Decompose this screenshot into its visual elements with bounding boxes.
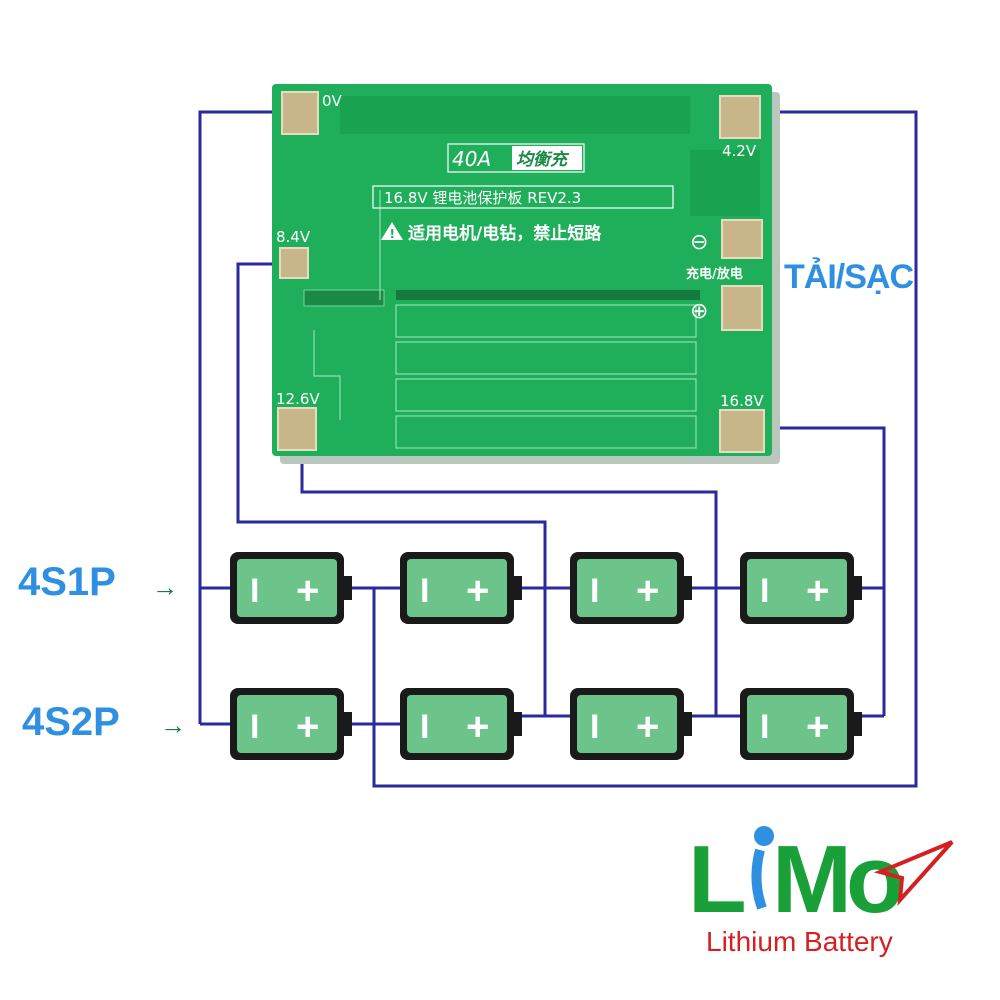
pad-8-4v bbox=[279, 247, 309, 279]
battery-terminal bbox=[682, 576, 692, 600]
battery-terminal bbox=[342, 576, 352, 600]
pcb-trace-left bbox=[303, 289, 385, 307]
badge-40a: 40A bbox=[452, 147, 491, 171]
battery-cell: I+ bbox=[400, 688, 522, 760]
battery-terminal bbox=[342, 712, 352, 736]
battery-body bbox=[747, 695, 847, 753]
battery-plus-mark: + bbox=[636, 705, 659, 749]
bms-board: 16.8V 锂电池保护板 REV2.3 40A 均衡充 ! 适用电机/电钻，禁止… bbox=[272, 84, 780, 464]
battery-plus-mark: + bbox=[806, 705, 829, 749]
battery-body bbox=[577, 559, 677, 617]
wire-4-2v bbox=[372, 110, 918, 788]
battery-body bbox=[237, 559, 337, 617]
badge-cn: 均衡充 bbox=[516, 150, 570, 170]
label-16-8v: 16.8V bbox=[720, 392, 764, 410]
label-12-6v: 12.6V bbox=[276, 390, 320, 408]
pad-12-6v bbox=[277, 407, 317, 451]
battery-terminal bbox=[512, 712, 522, 736]
logo-mark: L Mo bbox=[688, 826, 954, 933]
logo-letters-mo: Mo bbox=[772, 826, 901, 933]
badge-cn-bg bbox=[512, 146, 582, 170]
battery-minus-mark: I bbox=[420, 572, 429, 610]
warning-icon bbox=[381, 222, 403, 240]
pad-16-8v bbox=[719, 409, 765, 453]
label-4-2v: 4.2V bbox=[722, 142, 757, 160]
minus-symbol: ⊖ bbox=[690, 230, 708, 255]
board-title: 16.8V 锂电池保护板 REV2.3 bbox=[384, 189, 581, 207]
port-label: 充电/放电 bbox=[686, 266, 743, 282]
pad-0v bbox=[281, 91, 319, 135]
battery-terminal bbox=[682, 712, 692, 736]
battery-terminal bbox=[852, 576, 862, 600]
battery-minus-mark: I bbox=[250, 708, 259, 746]
battery-body bbox=[577, 695, 677, 753]
logo-i-dot bbox=[754, 826, 774, 846]
battery-body bbox=[407, 695, 507, 753]
battery-body bbox=[237, 695, 337, 753]
battery-cell: I+ bbox=[570, 688, 692, 760]
battery-minus-mark: I bbox=[250, 572, 259, 610]
load-charge-label: TẢI/SẠC bbox=[784, 258, 914, 296]
pcb-trace-mid bbox=[396, 290, 700, 300]
battery-plus-mark: + bbox=[806, 569, 829, 613]
pcb-trace-top bbox=[340, 96, 690, 134]
battery-plus-mark: + bbox=[636, 569, 659, 613]
battery-plus-mark: + bbox=[466, 569, 489, 613]
pcb-bar-3 bbox=[395, 378, 697, 412]
logo-i-stem bbox=[751, 848, 767, 910]
logo-tagline: Lithium Battery bbox=[706, 926, 893, 957]
pcb-trace-right bbox=[690, 150, 760, 216]
label-8-4v: 8.4V bbox=[276, 228, 311, 246]
pad-p-plus bbox=[721, 285, 763, 331]
label-0v: 0V bbox=[322, 92, 343, 110]
pads bbox=[277, 91, 765, 453]
wire-16-8v bbox=[740, 426, 886, 716]
battery-cell: I+ bbox=[230, 552, 352, 624]
pad-4-2v bbox=[719, 95, 761, 139]
battery-plus-mark: + bbox=[296, 569, 319, 613]
battery-plus-mark: + bbox=[466, 705, 489, 749]
battery-minus-mark: I bbox=[590, 708, 599, 746]
pad-p-minus bbox=[721, 219, 763, 259]
pcb-bar-4 bbox=[395, 415, 697, 449]
plus-symbol: ⊕ bbox=[690, 299, 708, 324]
row1-arrow-icon: → bbox=[152, 572, 178, 602]
battery-grid: I+I+I+I+I+I+I+I+ bbox=[230, 552, 862, 760]
battery-plus-mark: + bbox=[296, 705, 319, 749]
title-box bbox=[372, 185, 674, 209]
pcb-bar-1 bbox=[395, 304, 697, 338]
battery-minus-mark: I bbox=[760, 572, 769, 610]
badge-box bbox=[447, 143, 585, 173]
warning-mark: ! bbox=[390, 227, 395, 241]
pcb-bar-2 bbox=[395, 341, 697, 375]
row2-arrow-icon: → bbox=[160, 710, 186, 740]
row1-label: 4S1P bbox=[18, 560, 116, 604]
battery-cell: I+ bbox=[740, 552, 862, 624]
battery-minus-mark: I bbox=[590, 572, 599, 610]
battery-cell: I+ bbox=[740, 688, 862, 760]
logo-letters: L bbox=[688, 826, 744, 933]
logo-plane-icon bbox=[873, 840, 954, 906]
warning-text: 适用电机/电钻，禁止短路 bbox=[408, 223, 602, 244]
wire-0v bbox=[198, 110, 296, 590]
battery-minus-mark: I bbox=[760, 708, 769, 746]
battery-cell: I+ bbox=[570, 552, 692, 624]
battery-minus-mark: I bbox=[420, 708, 429, 746]
battery-body bbox=[747, 559, 847, 617]
battery-terminal bbox=[852, 712, 862, 736]
battery-cell: I+ bbox=[400, 552, 522, 624]
battery-terminal bbox=[512, 576, 522, 600]
battery-body bbox=[407, 559, 507, 617]
wires bbox=[198, 110, 918, 788]
wire-12-6v bbox=[300, 440, 718, 716]
row2-label: 4S2P bbox=[22, 700, 120, 744]
battery-cell: I+ bbox=[230, 688, 352, 760]
